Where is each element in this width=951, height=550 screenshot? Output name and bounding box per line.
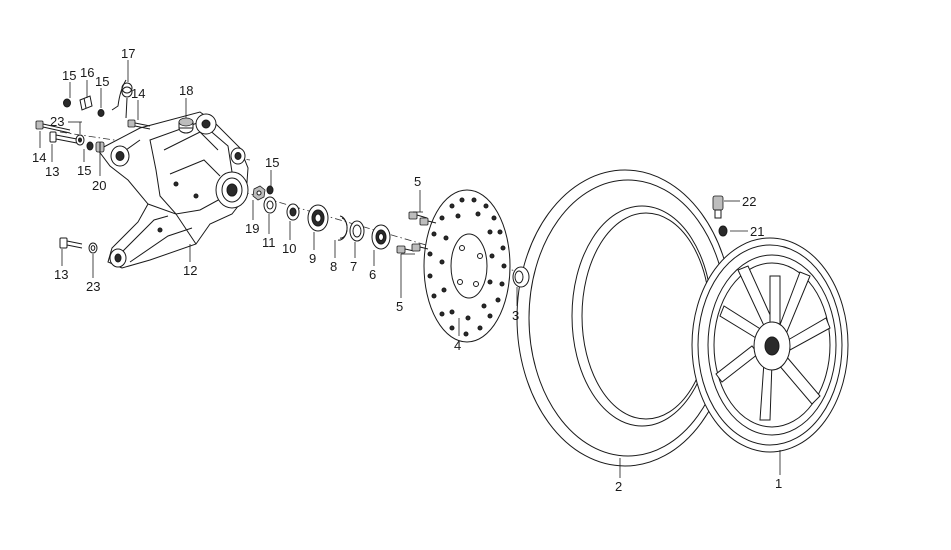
callout-23-lower: 23 [86,279,100,294]
callout-3: 3 [512,308,519,323]
brake-disc [423,189,511,343]
seal-7 [349,220,365,242]
oil-seal-10 [286,203,300,221]
swing-arm [97,111,249,269]
leader-lines [39,60,781,478]
callout-13-lower: 13 [54,267,68,282]
callout-5-upper: 5 [414,174,421,189]
bushing-18 [178,117,194,134]
callout-8: 8 [330,259,337,274]
valve-stem [712,195,724,219]
washer-23-upper [75,134,85,146]
bolt-14-left [35,120,71,134]
callout-15-lower: 15 [77,163,91,178]
callout-15-top: 15 [62,68,76,83]
callout-12: 12 [183,263,197,278]
disc-holes [427,197,507,337]
callout-7: 7 [350,259,357,274]
callout-19: 19 [245,221,259,236]
callout-23-upper: 23 [50,114,64,129]
callout-10: 10 [282,241,296,256]
tire [516,169,734,467]
callout-22: 22 [742,194,756,209]
callout-14-left: 14 [32,150,46,165]
clip-16 [79,95,93,111]
nut-15-top [63,98,71,108]
nut-15-right [266,185,274,195]
bolt-14-upper [127,119,151,130]
callout-16: 16 [80,65,94,80]
callout-15-right: 15 [265,155,279,170]
callout-4: 4 [454,338,461,353]
nut-15-mid [97,109,105,117]
wheel-rim [691,237,849,453]
callout-21: 21 [750,224,764,239]
bearing-9 [307,204,329,232]
callout-1: 1 [775,476,782,491]
callout-18: 18 [179,83,193,98]
spring-17 [111,79,133,119]
callout-17: 17 [121,46,135,61]
washer-11 [263,196,277,214]
collar-20 [95,141,105,153]
nut-15-lower [86,141,94,151]
bearing-6 [371,224,391,250]
callout-labels: 1 2 3 4 5 5 6 7 8 9 10 11 12 13 13 14 14… [32,46,782,494]
circlip-8 [337,215,348,241]
bolt-13-lower [59,237,83,249]
callout-14-upper: 14 [131,86,145,101]
nut-19 [252,185,266,201]
collar [512,266,530,288]
callout-6: 6 [369,267,376,282]
callout-11: 11 [262,235,276,250]
callout-2: 2 [615,479,622,494]
callout-20: 20 [92,178,106,193]
callout-13-upper: 13 [45,164,59,179]
callout-5-lower: 5 [396,299,403,314]
washer-23-lower [88,242,98,254]
disc-bolts [396,211,437,254]
callout-9: 9 [309,251,316,266]
valve-nut [718,225,728,237]
callout-15-mid: 15 [95,74,109,89]
